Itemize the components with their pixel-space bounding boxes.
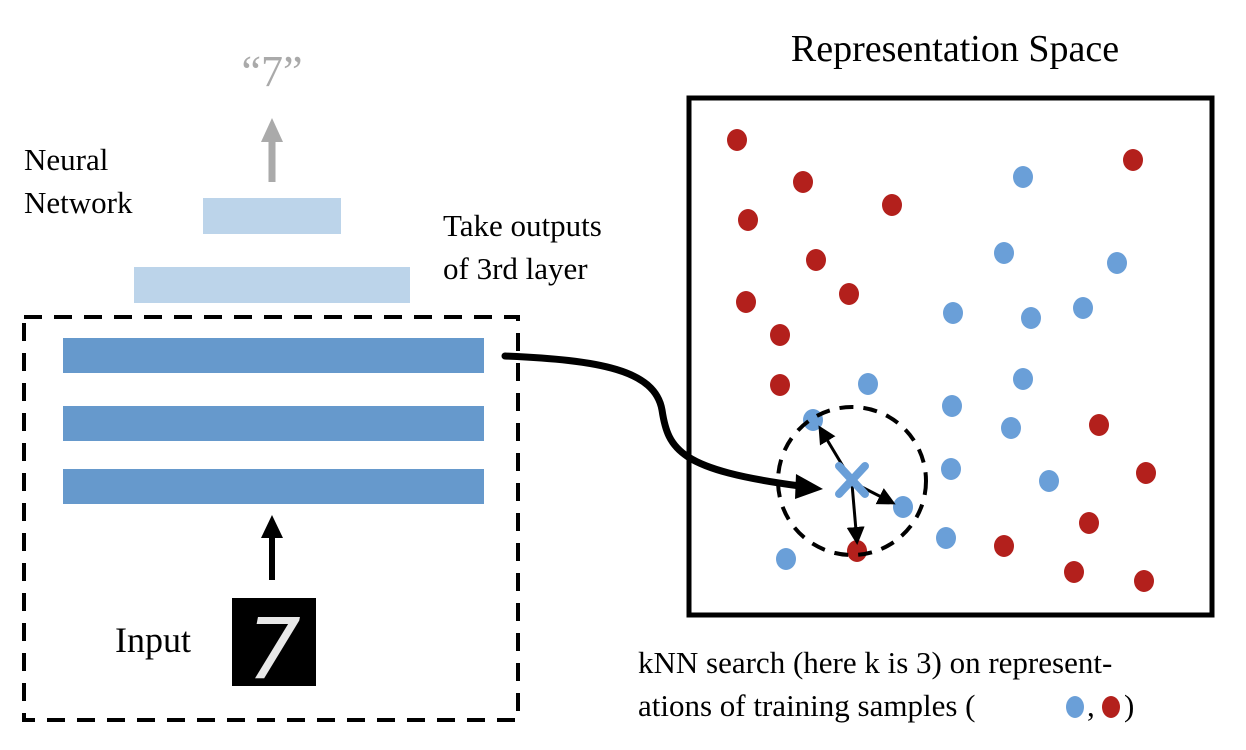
red-point [882,194,902,216]
red-point [770,374,790,396]
knn-radius-circle [776,405,928,557]
blue-point [1013,166,1033,188]
network-layer-5 [203,198,341,234]
red-point [1136,462,1156,484]
red-point [1064,561,1084,583]
red-point [847,540,867,562]
blue-point [941,458,961,480]
red-point [806,249,826,271]
input-digit-image: 7 [232,598,316,698]
output-label: “7” [241,47,302,96]
legend-red-point [1102,696,1120,718]
neighbor-arrow-3 [846,483,865,545]
network-label-line2: Network [24,185,133,220]
network-layer-2 [63,406,484,441]
network-layer-4 [134,267,410,303]
red-point [1123,149,1143,171]
blue-point [1001,417,1021,439]
output-arrow [261,118,283,182]
red-point [770,324,790,346]
network-layer-1 [63,469,484,504]
query-point-cross-icon [835,462,869,498]
red-point [738,209,758,231]
layers-selection-box [22,315,520,722]
blue-point [994,242,1014,264]
network-label-line1: Neural [24,142,108,177]
red-point [994,535,1014,557]
take-outputs-line1: Take outputs [443,208,602,243]
red-point [727,129,747,151]
caption-line-2-prefix: ations of training samples ( [638,688,976,723]
space-title: Representation Space [791,28,1119,70]
red-point [1089,414,1109,436]
legend-blue-point [1066,696,1084,718]
blue-point [776,548,796,570]
input-label: Input [115,620,191,660]
blue-point [893,496,913,518]
blue-point [1013,368,1033,390]
caption-legend: , ) [1066,688,1134,723]
blue-point [1039,470,1059,492]
red-point [793,171,813,193]
caption-line-2: ations of training samples ( [638,688,976,723]
caption-line-2-separator: , [1087,688,1095,723]
red-point [1079,512,1099,534]
caption-line-1: kNN search (here k is 3) on represent- [638,645,1112,680]
representation-space-box [686,95,1215,618]
blue-point [858,373,878,395]
blue-point [1021,307,1041,329]
blue-point [1073,297,1093,319]
representation-connector-arrow [501,352,823,499]
points-layer [727,129,1156,592]
blue-point [943,302,963,324]
blue-point [942,395,962,417]
take-outputs-label: Take outputs of 3rd layer [443,208,610,286]
take-outputs-line2: of 3rd layer [443,251,588,286]
input-arrow [261,515,283,580]
network-label: Neural Network [24,142,133,220]
blue-point [1107,252,1127,274]
network-layer-3 [63,338,484,373]
input-digit: 7 [247,600,300,698]
caption-line-2-suffix: ) [1124,688,1134,723]
blue-point [936,527,956,549]
red-point [736,291,756,313]
red-point [1134,570,1154,592]
red-point [839,283,859,305]
